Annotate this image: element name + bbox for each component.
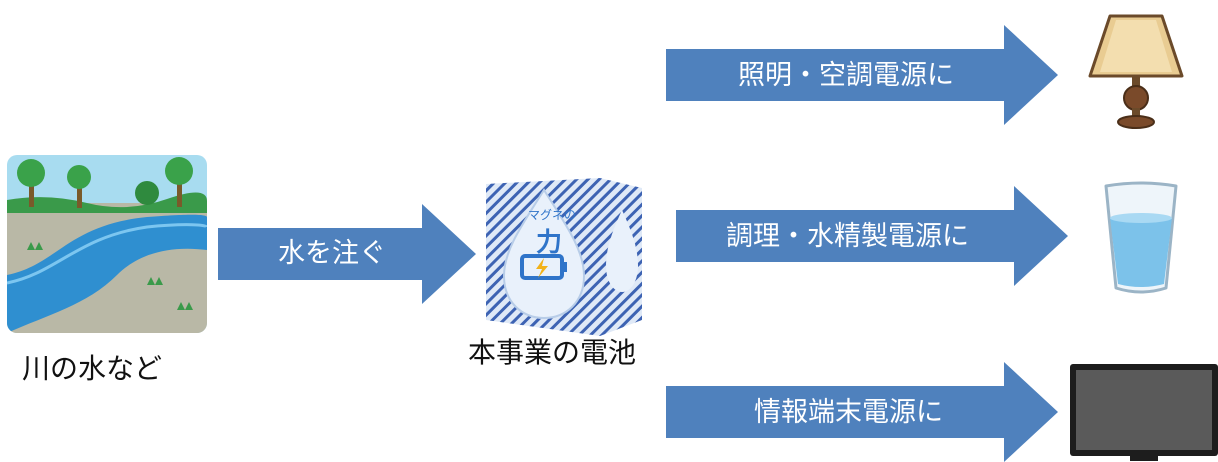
input-arrow-label: 水を注ぐ: [278, 238, 386, 269]
source-caption: 川の水など: [22, 352, 163, 385]
output-arrow-lighting: [666, 25, 1058, 125]
output-label-cooking: 調理・水精製電源に: [726, 221, 969, 252]
output-arrow-cooking: [676, 186, 1068, 286]
lamp-icon: [1086, 14, 1186, 130]
output-label-lighting: 照明・空調電源に: [738, 60, 954, 91]
battery-box-icon: マグネの 力: [482, 170, 648, 340]
input-arrow: [218, 204, 476, 304]
battery-package-big: 力: [536, 228, 563, 258]
battery-caption: 本事業の電池: [468, 336, 637, 369]
water-glass-icon: [1102, 180, 1180, 298]
river-landscape-icon: [7, 155, 207, 333]
tv-monitor-icon: [1070, 362, 1218, 461]
output-label-info: 情報端末電源に: [754, 397, 943, 428]
battery-package-title: マグネの: [528, 208, 577, 222]
output-arrow-info: [666, 362, 1058, 462]
